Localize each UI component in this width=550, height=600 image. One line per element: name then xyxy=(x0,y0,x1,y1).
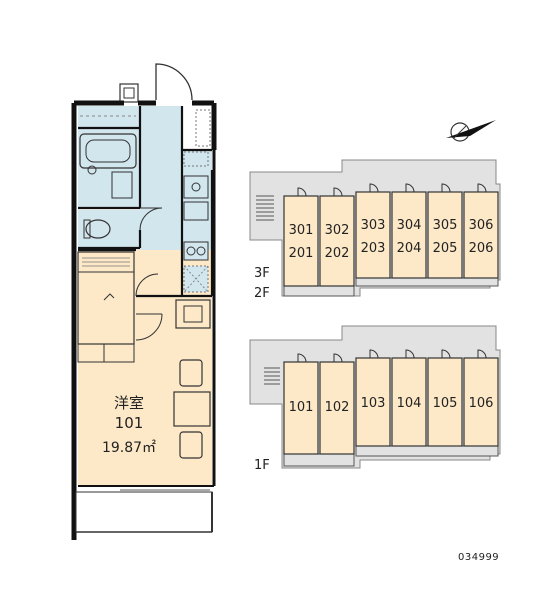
unit-box xyxy=(319,361,355,455)
ground-units xyxy=(283,349,499,455)
room-name-label: 洋室 xyxy=(113,394,144,412)
door-icon xyxy=(369,349,379,359)
unit-number-label: 305 xyxy=(432,218,458,233)
unit-number-label: 306 xyxy=(468,218,494,233)
unit-box xyxy=(463,357,499,447)
door-icon xyxy=(333,353,343,363)
unit-number-label: 106 xyxy=(468,396,494,411)
door-icon xyxy=(333,187,343,197)
property-code: 034999 xyxy=(458,552,500,563)
unit-number-label: 205 xyxy=(432,241,458,256)
unit-number-label: 204 xyxy=(396,241,422,256)
unit-number-label: 105 xyxy=(432,396,458,411)
floor-label-1f: 1F xyxy=(254,458,270,473)
upper-floors-block xyxy=(249,159,501,297)
unit-number-label: 201 xyxy=(288,246,314,261)
stove xyxy=(183,241,209,261)
unit-number-label: 304 xyxy=(396,218,422,233)
unit-number-label: 102 xyxy=(324,400,350,415)
unit-box xyxy=(319,195,355,287)
door-icon xyxy=(297,353,307,363)
cabinet xyxy=(175,299,211,329)
upper-units xyxy=(283,183,499,287)
unit-number-label: 101 xyxy=(288,400,314,415)
door-icon xyxy=(405,349,415,359)
unit-box xyxy=(391,357,427,447)
unit-box xyxy=(463,191,499,279)
unit-number-label: 206 xyxy=(468,241,494,256)
unit-box xyxy=(283,195,319,287)
floor-label-3f: 3F xyxy=(254,266,270,281)
ground-floor-block xyxy=(249,325,501,469)
unit-number-label: 103 xyxy=(360,396,386,411)
unit-box xyxy=(427,357,463,447)
chair xyxy=(179,431,203,459)
balcony xyxy=(75,491,213,533)
entrance-door xyxy=(155,63,193,101)
floor-label-2f: 2F xyxy=(254,286,270,301)
door-icon xyxy=(477,183,487,193)
toilet xyxy=(85,219,111,239)
staircase xyxy=(264,367,280,385)
door-icon xyxy=(441,183,451,193)
unit-number-label: 202 xyxy=(324,246,350,261)
unit-number-label: 203 xyxy=(360,241,386,256)
unit-box xyxy=(427,191,463,279)
bathtub xyxy=(79,133,137,169)
unit-number-label: 301 xyxy=(288,223,314,238)
staircase xyxy=(256,195,274,221)
unit-box xyxy=(355,191,391,279)
unit-number-label: 302 xyxy=(324,223,350,238)
desk xyxy=(173,391,211,427)
door-icon xyxy=(405,183,415,193)
unit-number-label: 303 xyxy=(360,218,386,233)
north-arrow-icon xyxy=(446,120,496,142)
door-icon xyxy=(369,183,379,193)
unit-box xyxy=(355,357,391,447)
door-icon xyxy=(477,349,487,359)
door-icon xyxy=(441,349,451,359)
door-icon xyxy=(297,187,307,197)
unit-floor-plan xyxy=(71,63,217,540)
chair xyxy=(179,359,203,387)
room-number-label: 101 xyxy=(114,414,144,432)
unit-box xyxy=(391,191,427,279)
unit-box xyxy=(283,361,319,455)
room-area-label: 19.87㎡ xyxy=(101,440,157,456)
sink xyxy=(183,175,209,199)
unit-number-label: 104 xyxy=(396,396,422,411)
